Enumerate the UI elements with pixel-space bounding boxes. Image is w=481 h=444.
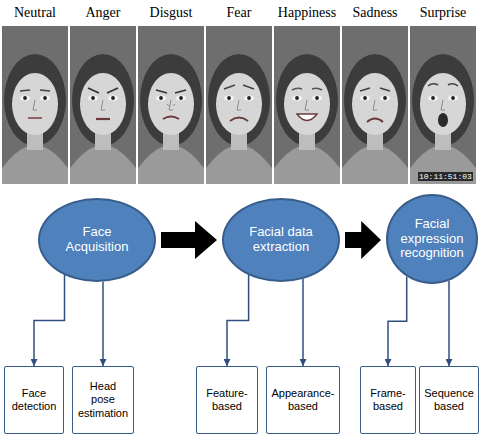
method-box: Appearance-based bbox=[266, 366, 340, 434]
method-box: Feature-based bbox=[196, 366, 258, 434]
method-name: Frame-based bbox=[365, 387, 411, 413]
anger-photo bbox=[70, 26, 136, 184]
method-name: Face detection bbox=[9, 387, 59, 413]
arrow-connector bbox=[102, 282, 104, 366]
emotion-label: Surprise bbox=[420, 5, 467, 21]
arrow-connector bbox=[388, 277, 407, 366]
sadness-photo bbox=[342, 26, 408, 184]
happiness-photo bbox=[274, 26, 340, 184]
emotion-label: Disgust bbox=[150, 5, 193, 21]
stage-name: Facial expression recognition bbox=[398, 217, 467, 262]
method-name: Appearance-based bbox=[271, 387, 335, 413]
arrow-connector bbox=[448, 281, 450, 366]
surprise-photo bbox=[410, 26, 476, 184]
neutral-photo bbox=[2, 26, 68, 184]
arrow-connector bbox=[302, 279, 304, 366]
method-box: Face detection bbox=[4, 366, 64, 434]
emotion-label: Happiness bbox=[278, 5, 336, 21]
emotion-label: Sadness bbox=[352, 5, 397, 21]
arrow-connector bbox=[34, 275, 65, 366]
emotion-label: Anger bbox=[86, 5, 121, 21]
stage-name: Facial data extraction bbox=[237, 225, 326, 255]
disgust-photo bbox=[138, 26, 204, 184]
method-box: Sequence based bbox=[419, 366, 479, 434]
method-box: Head pose estimation bbox=[72, 366, 134, 434]
block-arrow bbox=[161, 221, 217, 259]
stage-name: Face Acquisition bbox=[53, 225, 142, 255]
stage-ellipse: Face Acquisition bbox=[38, 198, 156, 282]
emotion-label: Neutral bbox=[14, 5, 56, 21]
method-name: Feature-based bbox=[201, 387, 253, 413]
fear-photo bbox=[206, 26, 272, 184]
arrow-connector bbox=[227, 275, 249, 366]
stage-ellipse: Facial expression recognition bbox=[386, 194, 478, 284]
stage-ellipse: Facial data extraction bbox=[222, 198, 340, 282]
timestamp: 10:11:51:03 bbox=[418, 172, 473, 181]
block-arrow bbox=[345, 221, 381, 259]
method-name: Sequence based bbox=[424, 387, 474, 413]
emotion-label: Fear bbox=[227, 5, 252, 21]
method-box: Frame-based bbox=[360, 366, 416, 434]
method-name: Head pose estimation bbox=[77, 380, 129, 420]
